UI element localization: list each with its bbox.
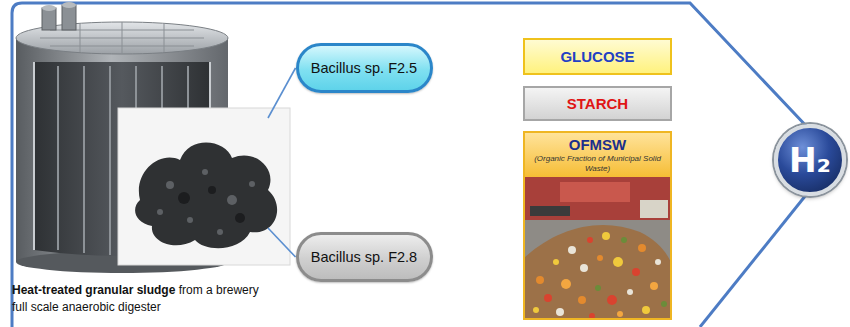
waste-photo-part-part <box>544 294 552 302</box>
waste-photo-part <box>560 182 630 202</box>
sludge-photo-part <box>118 108 290 265</box>
waste-photo-part-part <box>587 237 593 243</box>
substrate-box: STARCH <box>523 86 672 121</box>
sludge-photo-part <box>178 186 245 223</box>
digester-tank-part <box>33 62 35 250</box>
digester-tank-part-part <box>122 22 123 54</box>
waste-photo <box>524 176 671 319</box>
waste-photo-part-part <box>661 301 667 307</box>
waste-photo-part <box>533 232 667 319</box>
waste-photo-part-part <box>642 306 650 314</box>
sludge-sample: Heat-treated granular sludgefrom a brewe… <box>10 108 268 318</box>
waste-photo-part-part <box>536 276 544 284</box>
sludge-photo-part-part <box>208 186 216 194</box>
node-label: Bacillus sp. F2.5 <box>311 60 417 76</box>
waste-photo-part-part <box>595 285 601 291</box>
digester-tank-part <box>42 8 56 30</box>
digester-tank-part <box>42 5 56 11</box>
sludge-photo-part-part <box>202 169 208 175</box>
substrate-box: GLUCOSE <box>523 38 672 75</box>
waste-photo-part-part <box>617 311 623 317</box>
sludge-photo-part-part <box>166 181 174 189</box>
digester-tank-part-part <box>80 24 81 52</box>
link-line <box>268 228 296 257</box>
digester-tank-part <box>62 2 76 8</box>
waste-photo-part <box>524 176 671 319</box>
digester-tank-part-part <box>83 66 85 253</box>
digester-tank-part <box>62 5 76 30</box>
waste-photo-part-part <box>553 259 559 265</box>
hydrogen-badge: H₂ <box>774 124 846 196</box>
node-label: STARCH <box>567 95 628 112</box>
subtitle-text: (Organic Fraction of Municipal Solid Was… <box>531 154 664 173</box>
node-label: GLUCOSE <box>560 48 634 65</box>
sludge-photo-part <box>157 169 255 235</box>
node-label: H₂ <box>789 144 831 177</box>
sludge-photo <box>118 108 290 265</box>
sludge-photo-part <box>135 142 277 248</box>
waste-photo-part-part <box>655 259 661 265</box>
waste-photo-part <box>524 176 671 220</box>
waste-photo-part-part <box>597 255 603 261</box>
frame-outline-part <box>700 190 810 327</box>
waste-photo-part-part <box>580 264 588 272</box>
frame-outline <box>12 3 810 327</box>
waste-photo-part-part <box>602 232 610 240</box>
sludge-photo-part-part <box>235 213 245 223</box>
waste-photo-part-part <box>561 279 571 289</box>
waste-photo-part-part <box>578 296 586 304</box>
waste-photo-part-part <box>556 308 564 316</box>
strain-pill: Bacillus sp. F2.8 <box>296 232 433 282</box>
waste-photo-part-part <box>632 268 640 276</box>
node-label: Bacillus sp. F2.8 <box>311 249 417 265</box>
digester-tank-part-part <box>57 66 59 250</box>
sludge-photo-part-part <box>157 209 163 215</box>
waste-photo-part-part <box>568 246 576 254</box>
caption-text: Heat-treated granular sludge <box>12 283 175 297</box>
waste-photo-part-part <box>607 295 617 305</box>
sludge-photo-part-part <box>227 195 237 205</box>
substrate-box: OFMSW(Organic Fraction of Municipal Soli… <box>523 131 672 320</box>
sludge-photo-part-part <box>217 229 223 235</box>
frame-outline-part <box>12 3 810 327</box>
header-band: OFMSW(Organic Fraction of Municipal Soli… <box>525 133 670 177</box>
caption: Heat-treated granular sludgefrom a brewe… <box>10 282 268 318</box>
strain-pill: Bacillus sp. F2.5 <box>296 43 433 93</box>
waste-photo-part-part <box>650 282 658 290</box>
digester-tank-part-part <box>109 66 111 255</box>
sludge-photo-part-part <box>249 181 255 187</box>
waste-photo-part <box>524 225 671 319</box>
waste-photo-part-part <box>613 257 623 267</box>
digester-tank-part-part <box>164 24 165 52</box>
waste-photo-part <box>640 200 668 218</box>
waste-photo-part-part <box>533 307 539 313</box>
waste-photo-part-part <box>627 289 633 295</box>
node-label: OFMSW <box>531 136 664 154</box>
waste-photo-part-part <box>621 237 627 243</box>
sludge-photo-part-part <box>187 217 193 223</box>
link-line <box>268 68 296 118</box>
sludge-photo-part-part <box>178 192 190 204</box>
waste-photo-part-part <box>638 244 646 252</box>
waste-photo-part <box>530 206 570 216</box>
